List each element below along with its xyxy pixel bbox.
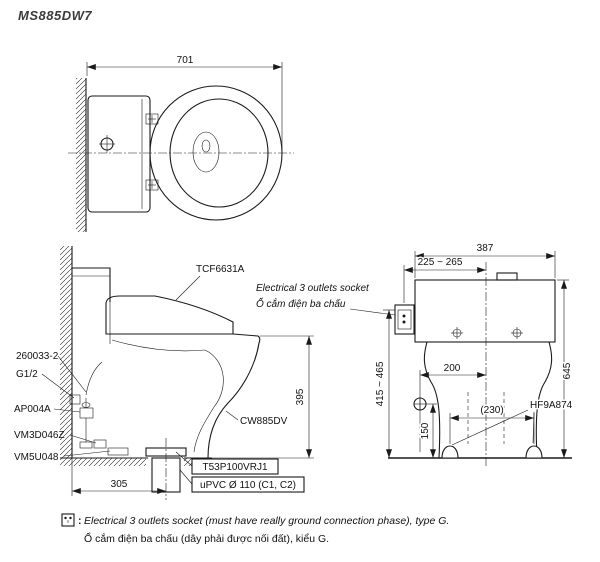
label-vm3d046z: VM3D046Z (14, 430, 65, 441)
side-view: 395 305 TCF6631A Electrical 3 outlets so… (14, 246, 396, 500)
dim-387: 387 (477, 243, 494, 254)
washlet-profile (105, 295, 234, 335)
socket-note-icon (61, 513, 75, 527)
tank-plan (87, 95, 151, 213)
label-cw885dv: CW885DV (240, 416, 288, 427)
model-number: MS885DW7 (18, 8, 93, 23)
note-line-en: Electrical 3 outlets socket (must have r… (84, 515, 449, 527)
dim-230: (230) (480, 405, 503, 416)
dim-200: 200 (444, 363, 461, 374)
hinge-plan (145, 113, 159, 125)
supply-fittings (69, 361, 129, 456)
dim-701: 701 (177, 55, 194, 66)
label-t53p100vrj1: T53P100VRJ1 (202, 462, 267, 473)
stop-valve-icon (79, 407, 94, 419)
base-rear (423, 341, 441, 459)
bowl-profile (207, 333, 261, 459)
note-line-vi: Ổ cắm điện ba chấu (dây phải được nối đấ… (84, 532, 329, 545)
dim-395: 395 (295, 388, 306, 405)
label-260033-2: 260033-2 (16, 351, 59, 362)
label-socket-vi: Ổ cắm điện ba chấu (256, 297, 346, 310)
dim-645: 645 (562, 362, 573, 379)
drain-assembly (145, 438, 187, 500)
label-hf9a874: HF9A874 (530, 400, 573, 411)
note-colon: : (78, 515, 82, 527)
floor-hatch (60, 458, 146, 466)
footer-note: : Electrical 3 outlets socket (must have… (61, 513, 449, 545)
label-box (191, 458, 279, 475)
label-socket-en: Electrical 3 outlets socket (256, 283, 370, 294)
socket-icon (394, 304, 415, 335)
label-ap004a: AP004A (14, 404, 51, 415)
bolt-cap (525, 445, 543, 459)
tank-rear (414, 279, 556, 343)
top-view: 701 (68, 54, 294, 232)
wall-hatch-top (76, 78, 86, 232)
rear-view: 387 225 ~ 265 645 415 ~ 465 200 150 (374, 242, 575, 466)
dim-socket-height: 415 ~ 465 (375, 361, 386, 406)
dim-socket-offset: 225 ~ 265 (418, 257, 463, 268)
label-g12: G1/2 (16, 369, 38, 380)
label-box (191, 476, 305, 493)
dim-305: 305 (111, 479, 128, 490)
bolt-cap (441, 445, 459, 459)
label-vm5u048: VM5U048 (14, 452, 59, 463)
wall-hatch-side (60, 246, 72, 458)
label-upvc: uPVC Ø 110 (C1, C2) (200, 480, 296, 491)
tank-profile (72, 267, 111, 302)
label-tcf6631a: TCF6631A (196, 264, 245, 275)
dim-150: 150 (420, 422, 431, 439)
